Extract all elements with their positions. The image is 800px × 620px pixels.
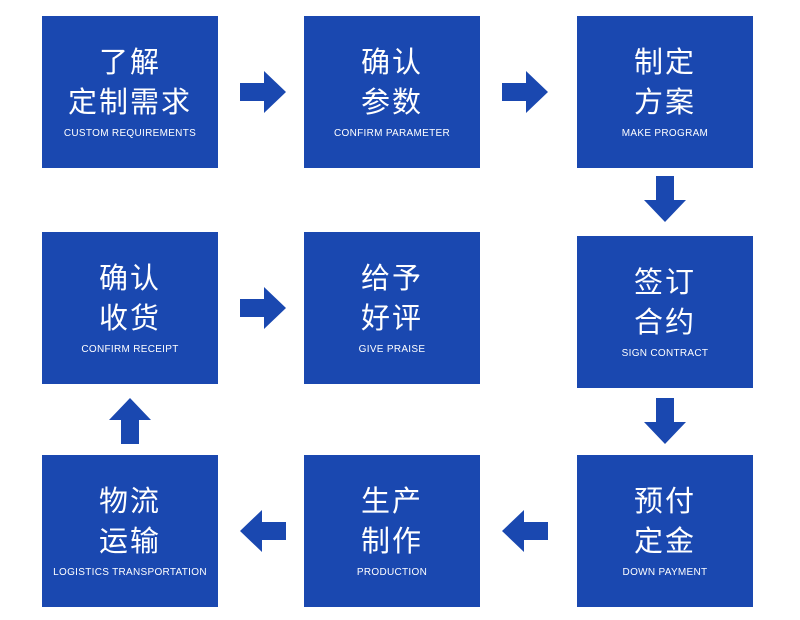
arrow-right-icon — [502, 69, 548, 115]
step-title-line2: 收货 — [98, 301, 161, 335]
step-logistics-transportation: 物流 运输 LOGISTICS TRANSPORTATION — [42, 455, 218, 607]
step-english-label: SIGN CONTRACT — [621, 348, 709, 359]
step-production: 生产 制作 PRODUCTION — [304, 455, 480, 607]
step-title-line2: 运输 — [98, 524, 161, 558]
step-make-program: 制定 方案 MAKE PROGRAM — [577, 16, 753, 168]
step-title-line2: 定制需求 — [67, 85, 192, 119]
step-sign-contract: 签订 合约 SIGN CONTRACT — [577, 236, 753, 388]
step-title-line1: 签订 — [633, 265, 696, 299]
step-title-line2: 制作 — [360, 524, 423, 558]
step-english-label: PRODUCTION — [356, 567, 428, 578]
step-english-label: CONFIRM PARAMETER — [333, 128, 451, 139]
arrow-down-icon — [642, 176, 688, 222]
step-title-line1: 物流 — [98, 484, 161, 518]
step-english-label: GIVE PRAISE — [358, 344, 426, 355]
arrow-left-icon — [502, 508, 548, 554]
step-english-label: CUSTOM REQUIREMENTS — [63, 128, 197, 139]
step-title-line1: 制定 — [633, 45, 696, 79]
step-confirm-receipt: 确认 收货 CONFIRM RECEIPT — [42, 232, 218, 384]
arrow-right-icon — [240, 69, 286, 115]
step-give-praise: 给予 好评 GIVE PRAISE — [304, 232, 480, 384]
step-title-line1: 预付 — [633, 484, 696, 518]
arrow-up-icon — [107, 398, 153, 444]
step-title-line2: 合约 — [633, 305, 696, 339]
step-title-line2: 方案 — [633, 85, 696, 119]
step-title-line1: 给予 — [360, 261, 423, 295]
step-title-line1: 确认 — [98, 261, 161, 295]
step-title-line2: 定金 — [633, 524, 696, 558]
step-title-line2: 好评 — [360, 301, 423, 335]
step-english-label: CONFIRM RECEIPT — [81, 344, 179, 355]
step-down-payment: 预付 定金 DOWN PAYMENT — [577, 455, 753, 607]
step-confirm-parameter: 确认 参数 CONFIRM PARAMETER — [304, 16, 480, 168]
step-custom-requirements: 了解 定制需求 CUSTOM REQUIREMENTS — [42, 16, 218, 168]
step-english-label: MAKE PROGRAM — [621, 128, 709, 139]
step-english-label: DOWN PAYMENT — [622, 567, 708, 578]
arrow-right-icon — [240, 285, 286, 331]
step-english-label: LOGISTICS TRANSPORTATION — [53, 567, 207, 578]
arrow-left-icon — [240, 508, 286, 554]
step-title-line1: 了解 — [98, 45, 161, 79]
arrow-down-icon — [642, 398, 688, 444]
step-title-line1: 生产 — [360, 484, 423, 518]
step-title-line1: 确认 — [360, 45, 423, 79]
step-title-line2: 参数 — [360, 85, 423, 119]
